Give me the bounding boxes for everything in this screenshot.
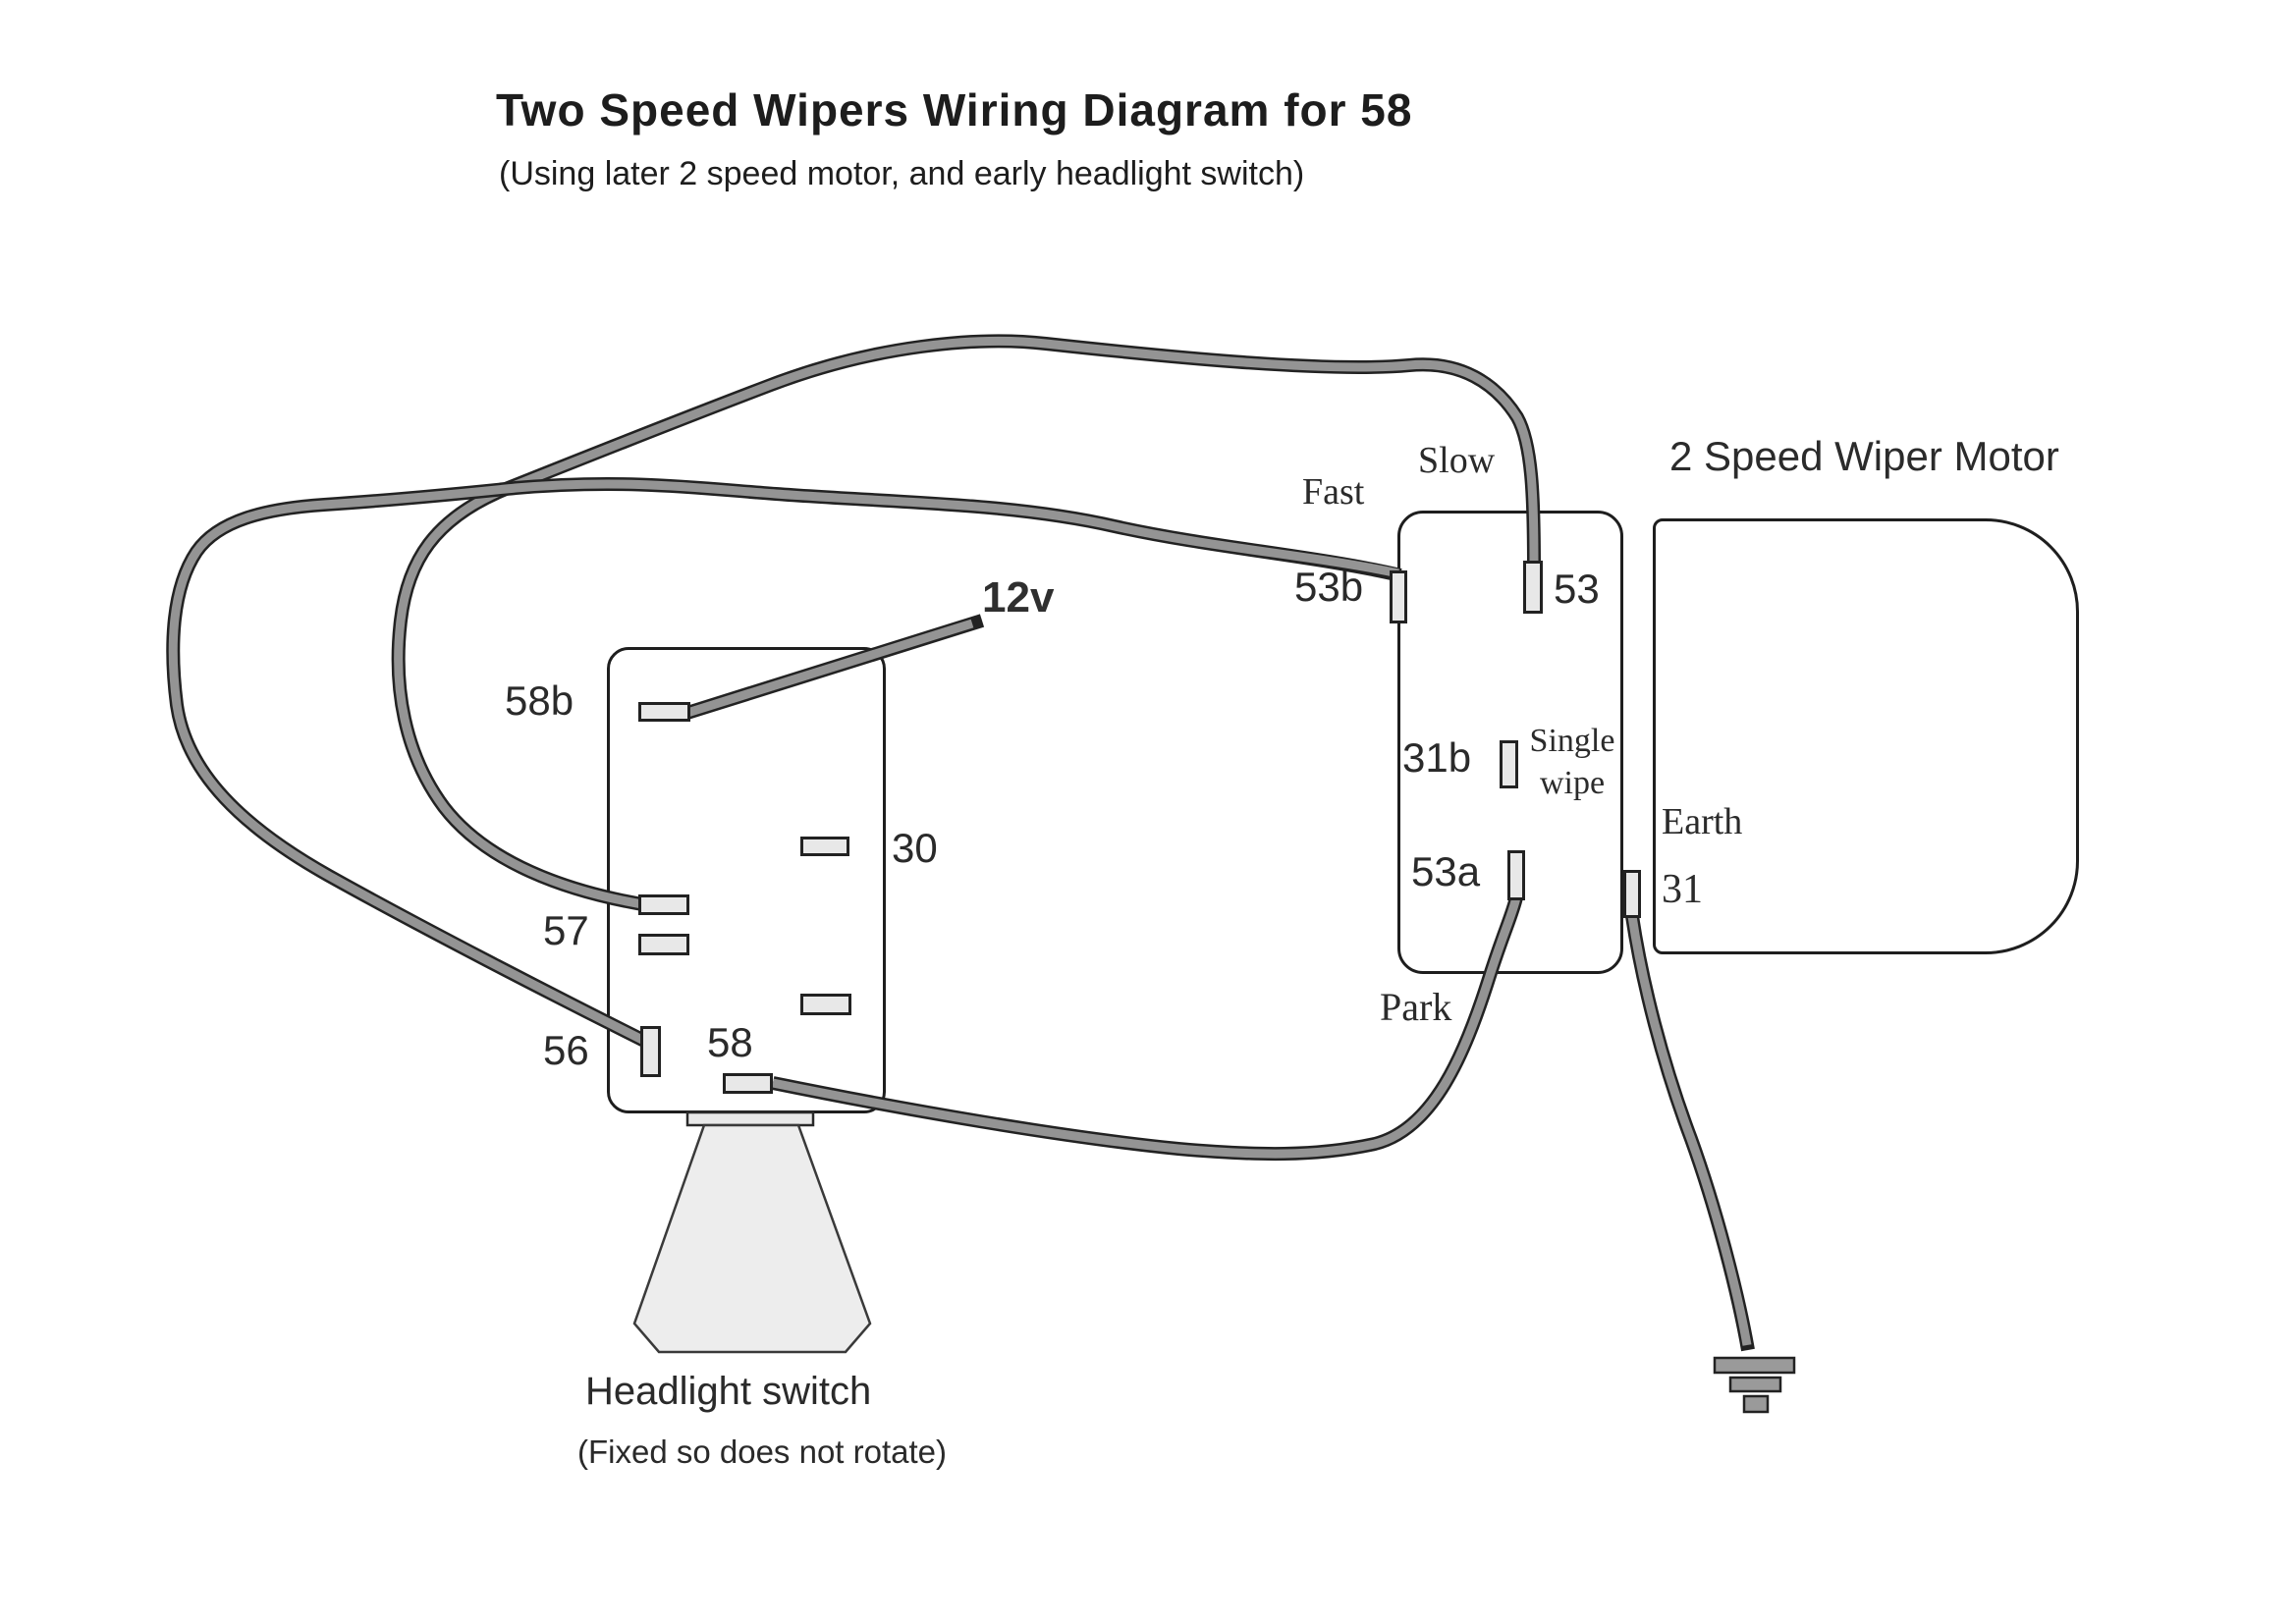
terminal-aux-upper <box>638 934 689 955</box>
terminal-58b <box>638 702 690 722</box>
wiper-motor-body <box>1653 518 2079 954</box>
park-label: Park <box>1380 985 1452 1029</box>
terminal-31b <box>1500 740 1518 788</box>
terminal-56-label: 56 <box>543 1027 589 1073</box>
terminal-53a <box>1507 850 1525 900</box>
terminal-53a-label: 53a <box>1411 848 1481 894</box>
terminal-53-label: 53 <box>1554 566 1600 612</box>
wire-earth <box>1625 914 1755 1352</box>
fast-label: Fast <box>1302 471 1365 513</box>
headlight-switch-note: (Fixed so does not rotate) <box>577 1434 948 1470</box>
terminal-58-label: 58 <box>707 1019 753 1065</box>
supply-12v-label: 12v <box>982 573 1055 622</box>
earth-label: Earth <box>1662 801 1743 842</box>
terminal-31-label: 31 <box>1662 867 1703 912</box>
wire-12v <box>684 614 985 720</box>
wire-slow <box>391 334 1541 912</box>
terminal-58b-label: 58b <box>505 677 574 724</box>
terminal-aux-lower <box>800 994 851 1015</box>
terminal-31 <box>1623 870 1641 918</box>
slow-label: Slow <box>1418 440 1496 481</box>
terminal-58 <box>723 1073 773 1094</box>
terminal-53 <box>1523 561 1543 614</box>
terminal-53b-label: 53b <box>1294 564 1364 610</box>
wire-park <box>771 895 1523 1162</box>
terminal-30-label: 30 <box>892 825 938 871</box>
page-title: Two Speed Wipers Wiring Diagram for 58 <box>496 84 1413 135</box>
terminal-30 <box>800 837 849 856</box>
headlight-switch-caption: Headlight switch <box>585 1370 872 1413</box>
headlight-switch-knob <box>632 1123 872 1354</box>
page-subtitle: (Using later 2 speed motor, and early he… <box>499 155 1305 192</box>
earth-ground-icon <box>1713 1356 1796 1414</box>
single-wipe-label: Single wipe <box>1529 723 1615 801</box>
headlight-switch-collar <box>685 1110 815 1127</box>
terminal-56 <box>640 1026 661 1077</box>
terminal-57-label: 57 <box>543 907 589 953</box>
terminal-53b <box>1390 570 1407 623</box>
terminal-57 <box>638 894 689 915</box>
motor-title-label: 2 Speed Wiper Motor <box>1669 433 2059 479</box>
wire-fast <box>166 476 1402 1050</box>
terminal-31b-label: 31b <box>1402 734 1472 781</box>
